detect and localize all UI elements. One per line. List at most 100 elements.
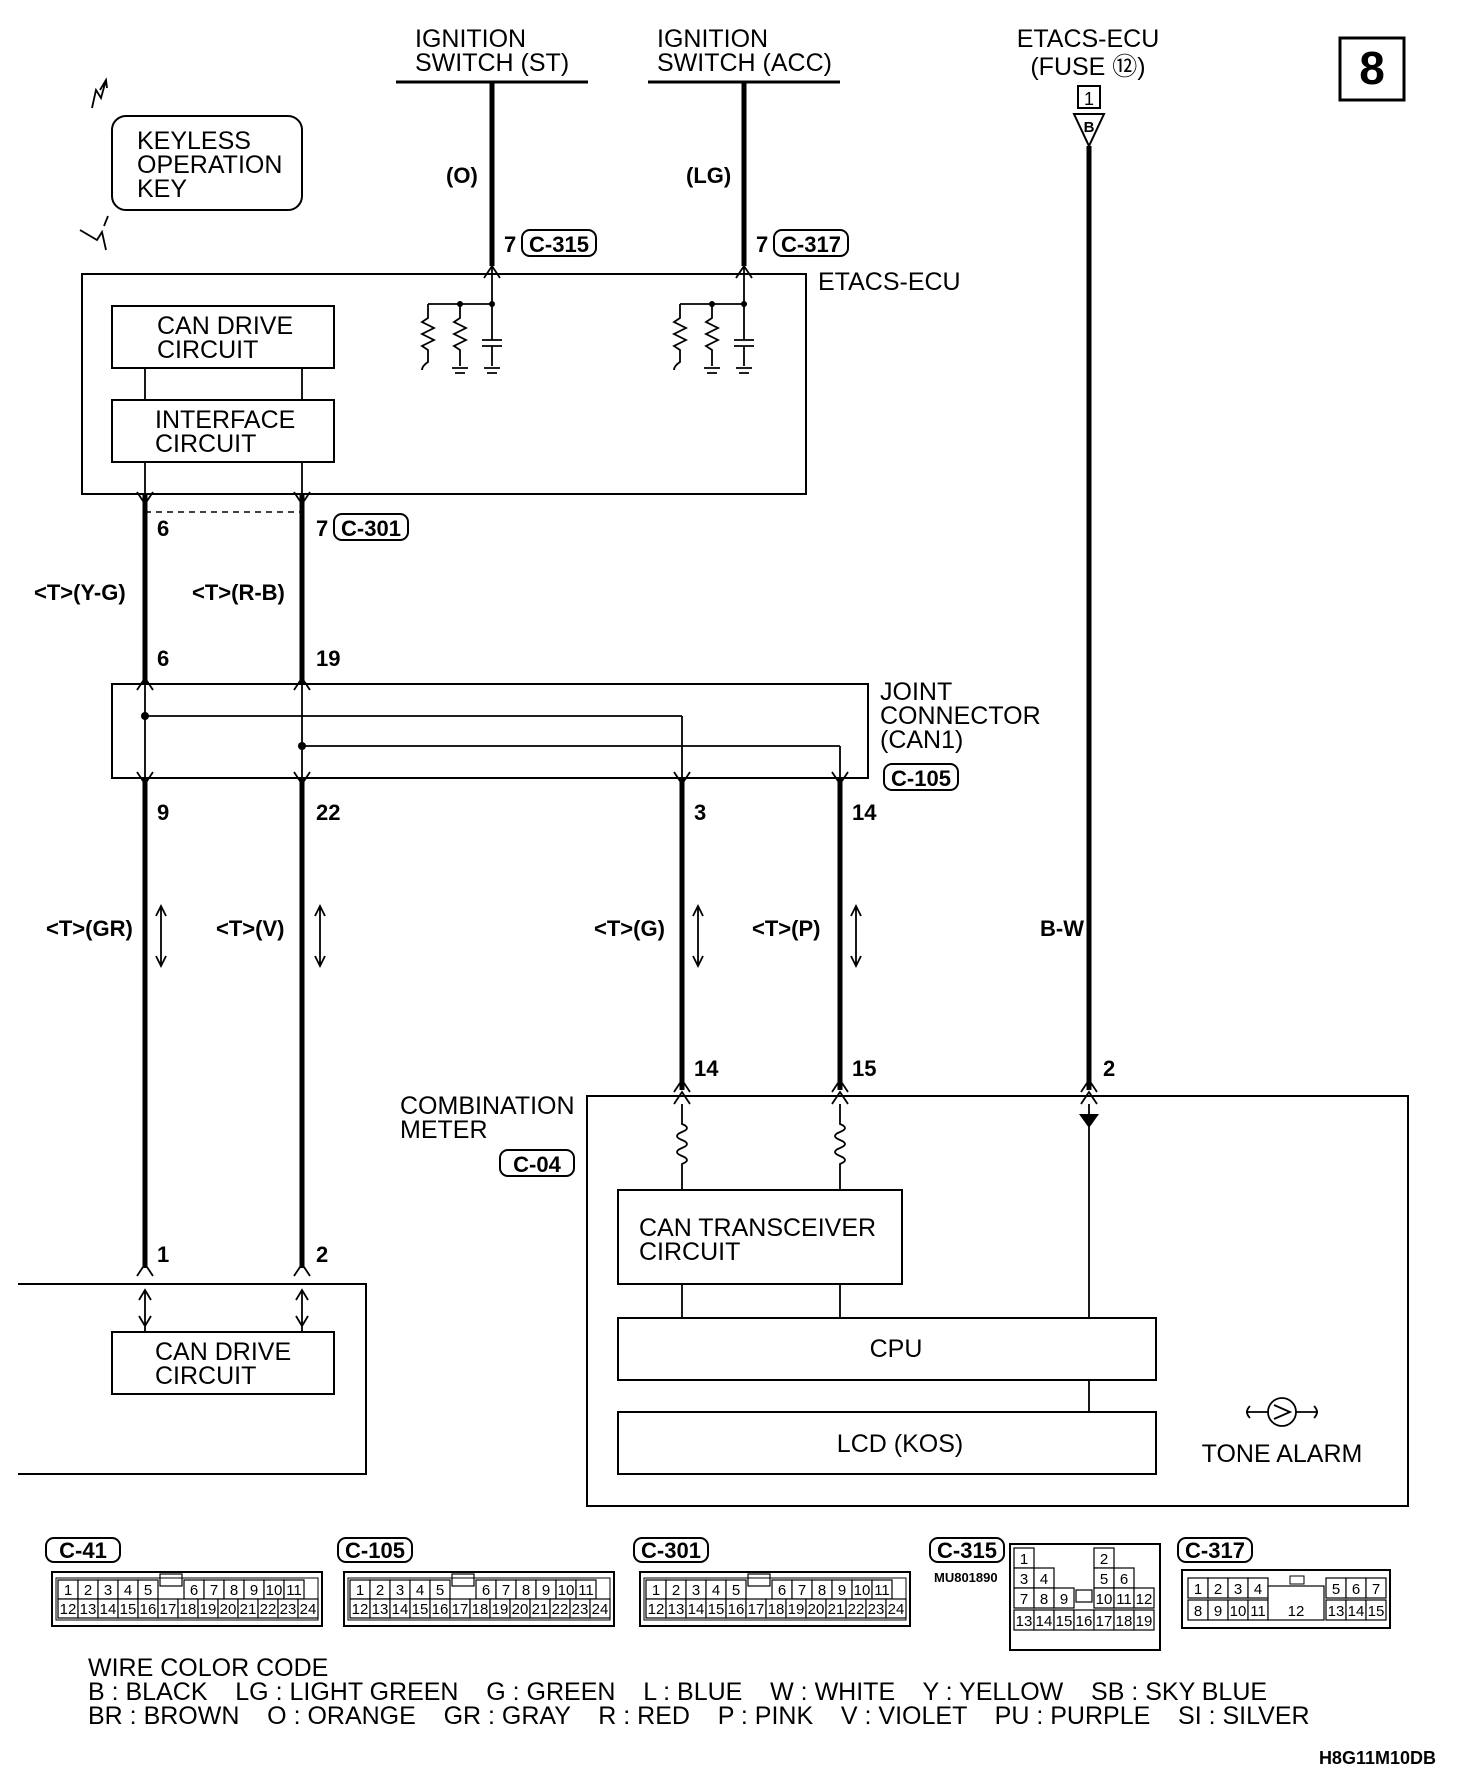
connector-pin-label: 8 (1194, 1603, 1202, 1620)
c315-part-number: MU801890 (934, 1570, 998, 1585)
connector-pin-label: 13 (1328, 1603, 1345, 1620)
connector-pin-label: 16 (140, 1601, 157, 1618)
pin-meter-2: 2 (1103, 1056, 1115, 1081)
connector-view-c315: C-315 (937, 1538, 997, 1563)
bottom-module-box (18, 1283, 367, 1475)
connector-pin-label: 9 (250, 1582, 258, 1599)
connector-c317-tag: C-317 (781, 232, 841, 257)
connector-pin-label: 11 (578, 1582, 594, 1599)
connector-pin-label: 14 (1036, 1613, 1053, 1630)
connector-pin-label: 5 (1332, 1581, 1340, 1598)
pin-meter-15: 15 (852, 1056, 876, 1081)
connector-view-c105: C-105 (345, 1538, 405, 1563)
connector-pin-label: 22 (260, 1601, 277, 1618)
connector-pin-label: 10 (558, 1582, 575, 1599)
connector-pin-label: 24 (300, 1601, 317, 1618)
connector-c105-tag: C-105 (891, 766, 951, 791)
connector-view-c317: C-317 (1185, 1538, 1245, 1563)
wire-color-code-line1: B : BLACK LG : LIGHT GREEN G : GREEN L :… (88, 1678, 1267, 1706)
input-filter-st (419, 266, 502, 374)
pin-jc-19: 19 (316, 646, 340, 671)
cpu-label: CPU (870, 1335, 923, 1363)
connector-pin-label: 12 (60, 1601, 77, 1618)
connector-pin-label: 2 (672, 1582, 680, 1599)
joint-connector-box (111, 683, 869, 779)
connector-pin-label: 13 (1016, 1613, 1033, 1630)
connector-pin-label: 1 (1020, 1551, 1028, 1568)
connector-pin-label: 12 (1288, 1603, 1305, 1620)
connector-pin-label: 19 (1136, 1613, 1153, 1630)
wire-color-r-b: <T>(R-B) (192, 580, 285, 605)
connector-pin-label: 2 (84, 1582, 92, 1599)
connector-c04-tag: C-04 (513, 1152, 561, 1177)
connector-pin-label: 6 (778, 1582, 786, 1599)
keyless-key-box (111, 115, 303, 211)
coil-icon (676, 1104, 688, 1190)
connector-pin-label: 20 (220, 1601, 237, 1618)
connector-pin-label: 7 (502, 1582, 510, 1599)
connector-pin-label: 17 (748, 1601, 765, 1618)
pin-st: 7 (504, 232, 516, 257)
connector-pin-label: 8 (230, 1582, 238, 1599)
connector-pin-label: 9 (1060, 1591, 1068, 1608)
etacs-ecu-label: ETACS-ECU (818, 268, 961, 296)
connector-pin-label: 18 (1116, 1613, 1133, 1630)
page-number: 8 (1359, 42, 1385, 94)
connector-pin-label: 3 (396, 1582, 404, 1599)
connector-pin-label: 5 (1100, 1571, 1108, 1588)
connector-pin-label: 2 (1100, 1551, 1108, 1568)
connector-view-c41: C-41 (59, 1538, 107, 1563)
connector-pin-label: 10 (854, 1582, 871, 1599)
connector-pin-label: 1 (652, 1582, 660, 1599)
connector-pin-label: 7 (1372, 1581, 1380, 1598)
connector-pin-label: 24 (888, 1601, 905, 1618)
connector-pin-label: 19 (200, 1601, 217, 1618)
pin-jc-6: 6 (157, 646, 169, 671)
connector-pin-label: 15 (1368, 1603, 1385, 1620)
connector-pin-label: 9 (838, 1582, 846, 1599)
connector-pin-label: 18 (768, 1601, 785, 1618)
pin-jc-14: 14 (852, 800, 877, 825)
pin-jc-9: 9 (157, 800, 169, 825)
connector-pin-label: 23 (868, 1601, 885, 1618)
connector-pin-label: 5 (436, 1582, 444, 1599)
pin-jc-22: 22 (316, 800, 340, 825)
connector-pin-label: 2 (376, 1582, 384, 1599)
connector-pin-label: 3 (1020, 1571, 1028, 1588)
wire-color-y-g: <T>(Y-G) (34, 580, 126, 605)
connector-pin-label: 6 (190, 1582, 198, 1599)
connector-pin-label: 3 (692, 1582, 700, 1599)
connector-pin-label: 22 (552, 1601, 569, 1618)
connector-pin-label: 14 (1348, 1603, 1365, 1620)
connector-pin-label: 3 (104, 1582, 112, 1599)
connector-pin-label: 1 (356, 1582, 364, 1599)
connector-pin-label: 14 (688, 1601, 705, 1618)
connector-pin-label: 11 (874, 1582, 890, 1599)
bidirectional-arrow-icon (314, 903, 326, 969)
connector-pin-label: 23 (572, 1601, 589, 1618)
connector-pin-label: 22 (848, 1601, 865, 1618)
wire-color-p: <T>(P) (752, 916, 820, 941)
input-filter-acc (671, 266, 754, 374)
connector-pin-label: 9 (542, 1582, 550, 1599)
connector-pin-label: 16 (1076, 1613, 1093, 1630)
connector-pin-label: 6 (1120, 1571, 1128, 1588)
connector-c315-tag: C-315 (529, 232, 589, 257)
connector-pin-label: 1 (1194, 1581, 1202, 1598)
connector-view-c301: C-301 (641, 1538, 701, 1563)
connector-pin-label: 20 (808, 1601, 825, 1618)
connector-pin-label: 15 (120, 1601, 137, 1618)
lcd-label: LCD (KOS) (837, 1430, 963, 1458)
pin-acc: 7 (756, 232, 768, 257)
connector-pin-label: 19 (788, 1601, 805, 1618)
connector-pin-label: 18 (472, 1601, 489, 1618)
connector-pin-label: 16 (728, 1601, 745, 1618)
connector-pin-label: 2 (1214, 1581, 1222, 1598)
connector-pin-label: 13 (668, 1601, 685, 1618)
connector-pin-label: 12 (648, 1601, 665, 1618)
